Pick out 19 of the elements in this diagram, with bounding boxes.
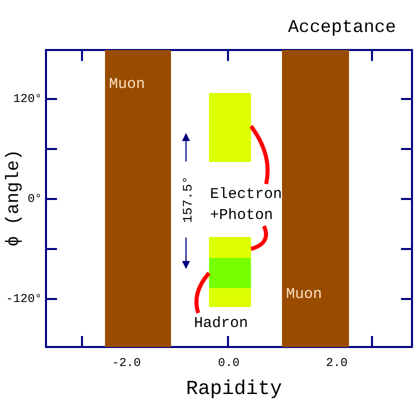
tick-label: -120° — [4, 292, 42, 306]
axis-title: Rapidity — [186, 378, 282, 401]
tick-label: 120° — [12, 92, 42, 106]
region-label: Electron +Photon — [210, 184, 282, 226]
hadron-region — [209, 258, 251, 288]
tick-label: 0.0 — [218, 356, 240, 370]
detector-band — [105, 50, 171, 347]
band-label: Muon — [109, 76, 146, 93]
tick-label: 2.0 — [326, 356, 348, 370]
tick-label: -2.0 — [112, 356, 141, 370]
axis-title: ϕ (angle) — [4, 148, 24, 248]
detector-band — [282, 50, 349, 347]
acceptance-region — [209, 93, 251, 162]
leader-line — [194, 272, 211, 314]
band-label: Muon — [286, 286, 322, 303]
chart-title: Acceptance — [288, 18, 396, 38]
region-label: Hadron — [194, 313, 254, 331]
acceptance-region — [209, 237, 251, 307]
leader-line — [249, 124, 270, 184]
